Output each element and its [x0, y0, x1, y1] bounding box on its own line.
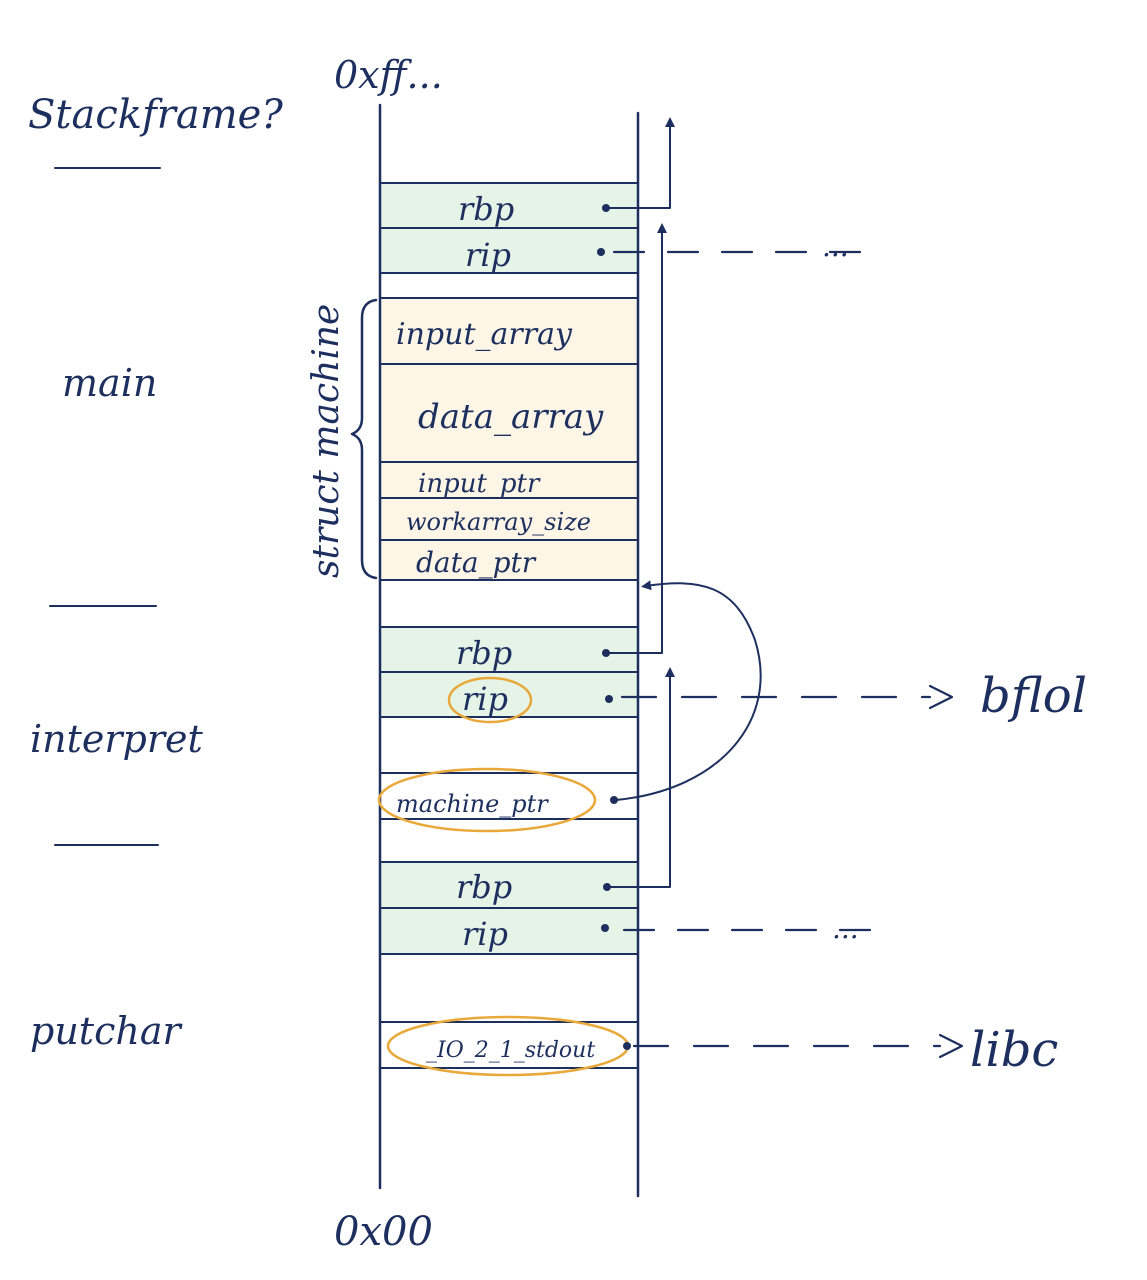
value-dot	[610, 796, 618, 804]
slot-label-data-ptr: data_ptr	[416, 546, 537, 579]
struct-machine-bg	[380, 298, 638, 580]
diagram-title: Stackframe?	[28, 92, 283, 138]
value-dot	[605, 695, 613, 703]
putchar-rip-target: ...	[832, 912, 859, 945]
stack-outline	[378, 103, 640, 1198]
slot-label-putchar-rip: rip	[462, 915, 508, 953]
saved-rbp-chain	[607, 117, 762, 888]
highlight-machine-ptr	[377, 767, 597, 833]
value-dot	[602, 649, 610, 657]
slot-label-input-ptr: input_ptr	[418, 469, 541, 499]
value-dot	[603, 883, 611, 891]
slot-label-putchar-rbp: rbp	[456, 868, 512, 906]
frame-label-interpret: interpret	[30, 717, 204, 761]
main-rbp-link-arrow	[607, 117, 675, 209]
top-address-label: 0xff...	[334, 53, 443, 97]
frame-label-putchar: putchar	[30, 1009, 183, 1053]
stdout-target: libc	[970, 1022, 1058, 1078]
interpret-rip-target: bflol	[980, 668, 1087, 724]
value-dot	[597, 248, 605, 256]
interpret-rbp-link-arrow	[607, 223, 667, 654]
value-dot	[601, 924, 609, 932]
stdout-arrowhead	[938, 1033, 964, 1059]
bottom-address-label: 0x00	[334, 1209, 433, 1255]
struct-machine-brace	[350, 298, 378, 580]
frame-separators	[49, 167, 161, 846]
slot-label-data-array: data_array	[418, 397, 604, 437]
slot-label-main-rbp: rbp	[458, 190, 514, 228]
slot-label-interpret-rip: rip	[462, 680, 508, 718]
slot-label-main-rip: rip	[465, 236, 511, 274]
slot-label-input-array: input_array	[396, 317, 573, 352]
slot-dividers	[379, 182, 639, 1069]
machine-ptr-link-arrow	[615, 580, 762, 801]
return-address-pointers	[612, 250, 964, 1059]
highlight-interpret-rip	[447, 676, 533, 724]
slot-label-machine-ptr: machine_ptr	[396, 790, 549, 818]
interpret-rip-arrowhead	[928, 684, 954, 710]
main-rip-target: ...	[822, 230, 849, 263]
value-dot	[602, 204, 610, 212]
putchar-rbp-link-arrow	[609, 667, 675, 888]
slot-backgrounds	[380, 183, 638, 954]
slot-label-io-stdout: _IO_2_1_stdout	[426, 1038, 595, 1063]
slot-label-interpret-rbp: rbp	[456, 634, 512, 672]
struct-machine-label: struct machine	[306, 304, 347, 578]
value-dots	[597, 204, 631, 1050]
value-dot	[623, 1042, 631, 1050]
frame-label-main: main	[62, 361, 157, 405]
slot-label-workarray-size: workarray_size	[406, 508, 591, 536]
